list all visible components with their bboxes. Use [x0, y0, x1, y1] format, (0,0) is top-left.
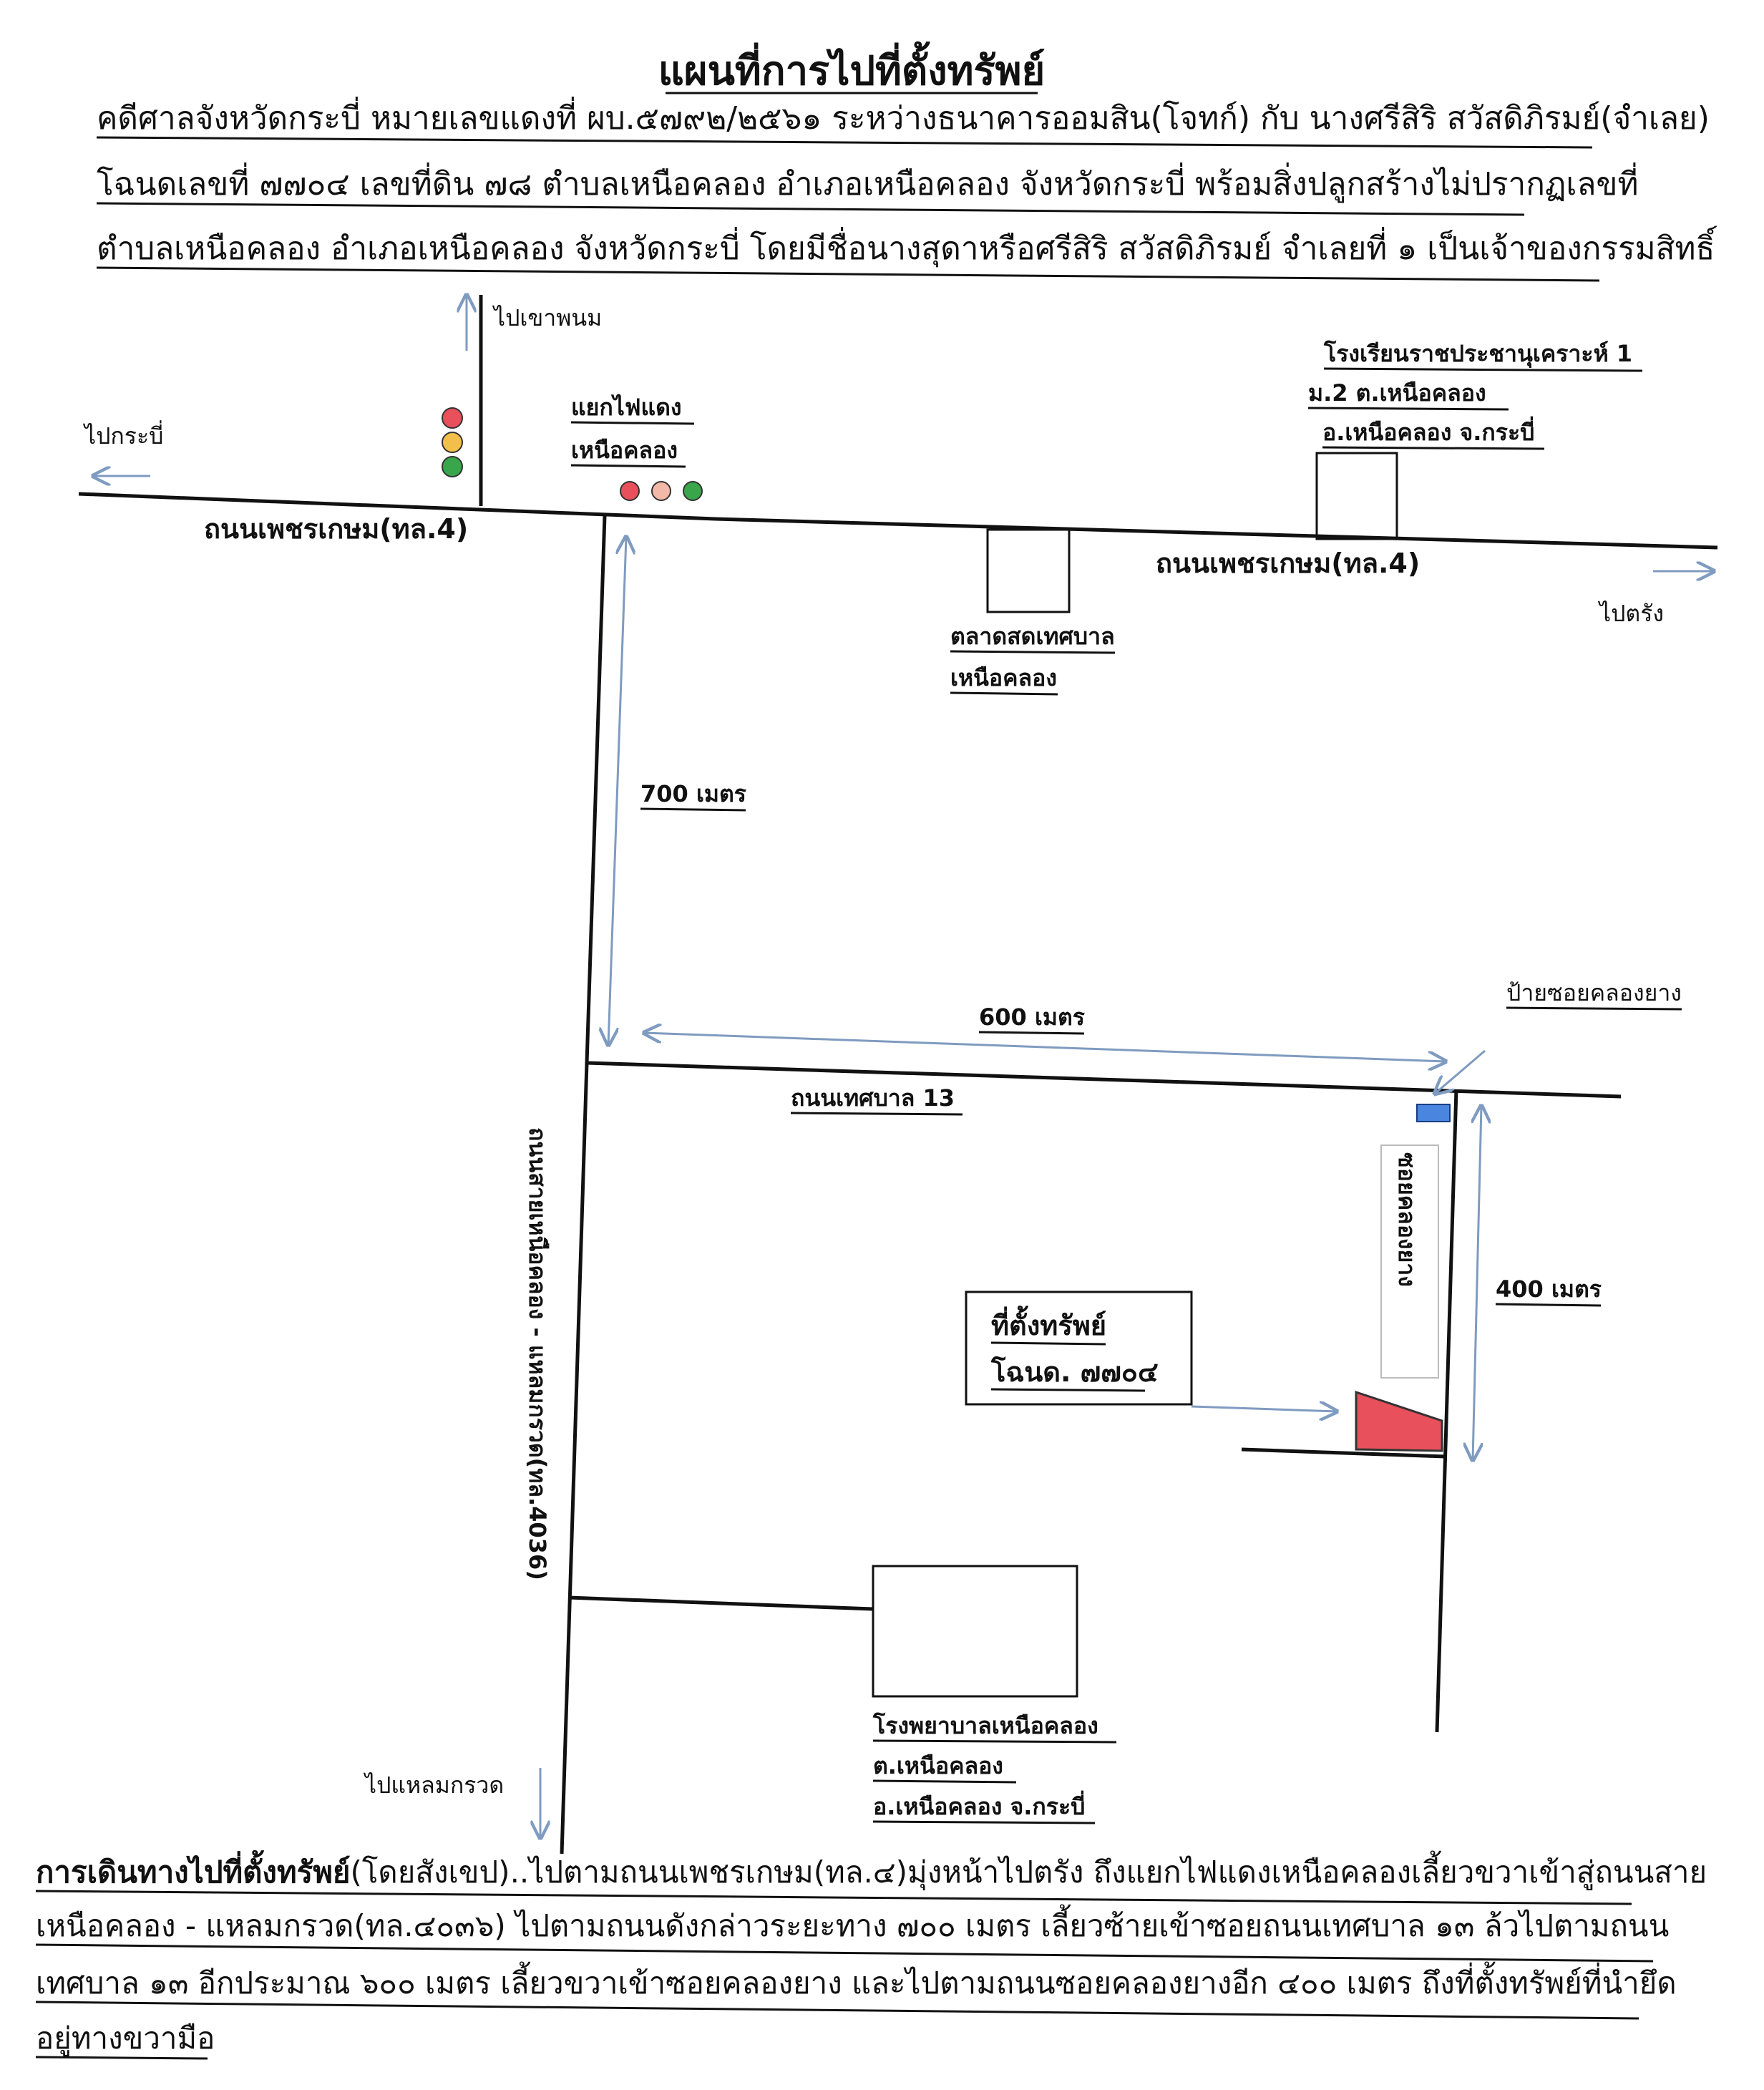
traffic-light-red-icon — [620, 481, 640, 501]
label-underline — [790, 1112, 963, 1116]
nuea-khlong-laem-kruat-road — [560, 515, 607, 1855]
label-underline — [950, 650, 1116, 654]
label-underline — [640, 807, 746, 812]
distance-700-arrow — [608, 537, 626, 1045]
road-name-east: ถนนเพชรเกษม(ทล.4) — [1156, 548, 1420, 579]
label-underline — [570, 464, 686, 468]
vertical-road-label: ถนนสายเหนือคลอง - แหลมกรวด(ทล.4036) — [524, 1127, 551, 1580]
soi-sign-pointer-arrow — [1435, 1049, 1486, 1094]
soi-khlong-yang-road — [1435, 1089, 1458, 1733]
property-label-box — [965, 1291, 1193, 1406]
to-laem-kruat-label: ไปแหลมกรวด — [363, 1771, 504, 1799]
directions-text-line-3: เทศบาล ๑๓ อีกประมาณ ๖๐๐ เมตร เลี้ยวขวาเข… — [36, 1961, 1677, 2001]
page-title: แผนที่การไปที่ตั้งทรัพย์ — [658, 42, 1046, 94]
school-label-2: ม.2 ต.เหนือคลอง — [1308, 379, 1486, 407]
property-label-1: ที่ตั้งทรัพย์ — [991, 1306, 1106, 1341]
traffic-light-label-1: แยกไฟแดง — [571, 394, 682, 421]
distance-400-label: 400 เมตร — [1496, 1275, 1602, 1303]
property-side-road — [1241, 1447, 1446, 1459]
label-underline — [990, 1341, 1106, 1346]
market-building-box — [986, 528, 1071, 613]
school-building-box — [1315, 452, 1398, 540]
header-line-1: คดีศาลจังหวัดกระบี่ หมายเลขแดงที่ ผบ.๕๗๙… — [97, 96, 1710, 137]
label-underline — [950, 691, 1058, 696]
distance-600-label: 600 เมตร — [979, 1003, 1085, 1031]
directions-text-line-1: การเดินทางไปที่ตั้งทรัพย์(โดยสังเขป)..ไป… — [36, 1850, 1707, 1891]
property-pointer-arrow — [1191, 1406, 1337, 1411]
header-underline-3 — [96, 266, 1600, 282]
soi-label-box — [1380, 1144, 1439, 1379]
distance-400-arrow — [1473, 1106, 1481, 1460]
directions-text-line-2: เหนือคลอง - แหลมกรวด(ทล.๔๐๓๖) ไปตามถนนดั… — [36, 1904, 1669, 1943]
label-underline — [570, 421, 695, 425]
directions-heading: การเดินทางไปที่ตั้งทรัพย์ — [36, 1850, 350, 1890]
hospital-label-2: ต.เหนือคลอง — [873, 1752, 1003, 1779]
label-underline — [872, 1820, 1096, 1824]
label-underline — [1495, 1303, 1602, 1307]
school-label-1: โรงเรียนราชประชานุเคราะห์ 1 — [1323, 340, 1632, 369]
traffic-light-red-icon — [442, 407, 463, 429]
label-underline — [978, 1031, 1085, 1035]
header-line-3: ตำบลเหนือคลอง อำเภอเหนือคลอง จังหวัดกระบ… — [97, 225, 1717, 268]
traffic-light-peach-icon — [651, 481, 671, 501]
traffic-light-label-2: เหนือคลอง — [571, 437, 678, 464]
to-krabi-label: ไปกระบี่ — [82, 420, 163, 449]
distance-700-label: 700 เมตร — [640, 780, 746, 807]
header-line-2: โฉนดเลขที่ ๗๗๐๔ เลขที่ดิน ๗๘ ตำบลเหนือคล… — [97, 162, 1639, 203]
traffic-light-yellow-icon — [442, 432, 463, 453]
traffic-light-green-icon — [442, 456, 463, 477]
directions-underline-4 — [35, 2056, 208, 2060]
label-underline — [1307, 407, 1509, 411]
label-underline — [990, 1388, 1146, 1392]
hospital-label-1: โรงพยาบาลเหนือคลอง — [872, 1712, 1098, 1739]
traffic-light-green-icon — [683, 481, 703, 501]
soi-sign-icon — [1416, 1104, 1451, 1122]
header-underline-2 — [96, 202, 1525, 216]
label-underline — [1506, 1006, 1682, 1011]
directions-underline-2 — [35, 1943, 1654, 1963]
directions-underline-1 — [35, 1890, 1632, 1905]
distance-600-arrow — [644, 1033, 1446, 1061]
road-name-west: ถนนเพชรเกษม(ทล.4) — [204, 513, 468, 545]
soi-khlong-yang-label: ซอยคลองยาง — [1393, 1152, 1421, 1287]
property-parcel — [1355, 1390, 1443, 1452]
municipal-road-label: ถนนเทศบาล 13 — [791, 1084, 955, 1112]
label-underline — [1323, 367, 1643, 372]
hospital-building-box — [872, 1565, 1078, 1698]
label-underline — [872, 1779, 1017, 1784]
market-label-2: เหนือคลอง — [950, 664, 1057, 691]
to-khao-phanom-label: ไปเขาพนม — [492, 304, 602, 331]
label-underline — [1322, 446, 1545, 450]
hospital-label-3: อ.เหนือคลอง จ.กระบี่ — [873, 1790, 1085, 1820]
property-label-2: โฉนด. ๗๗๐๔ — [990, 1356, 1159, 1388]
school-label-3: อ.เหนือคลอง จ.กระบี่ — [1322, 416, 1534, 446]
market-label-1: ตลาดสดเทศบาล — [950, 623, 1115, 650]
directions-text-line-4: อยู่ทางขวามือ — [36, 2021, 215, 2056]
directions-underline-3 — [35, 2001, 1639, 2020]
to-trang-label: ไปตรัง — [1597, 600, 1664, 627]
hospital-access-road — [568, 1595, 874, 1611]
label-underline — [872, 1739, 1117, 1744]
soi-sign-label: ป้ายซอยคลองยาง — [1506, 979, 1682, 1006]
header-underline-1 — [96, 136, 1593, 149]
